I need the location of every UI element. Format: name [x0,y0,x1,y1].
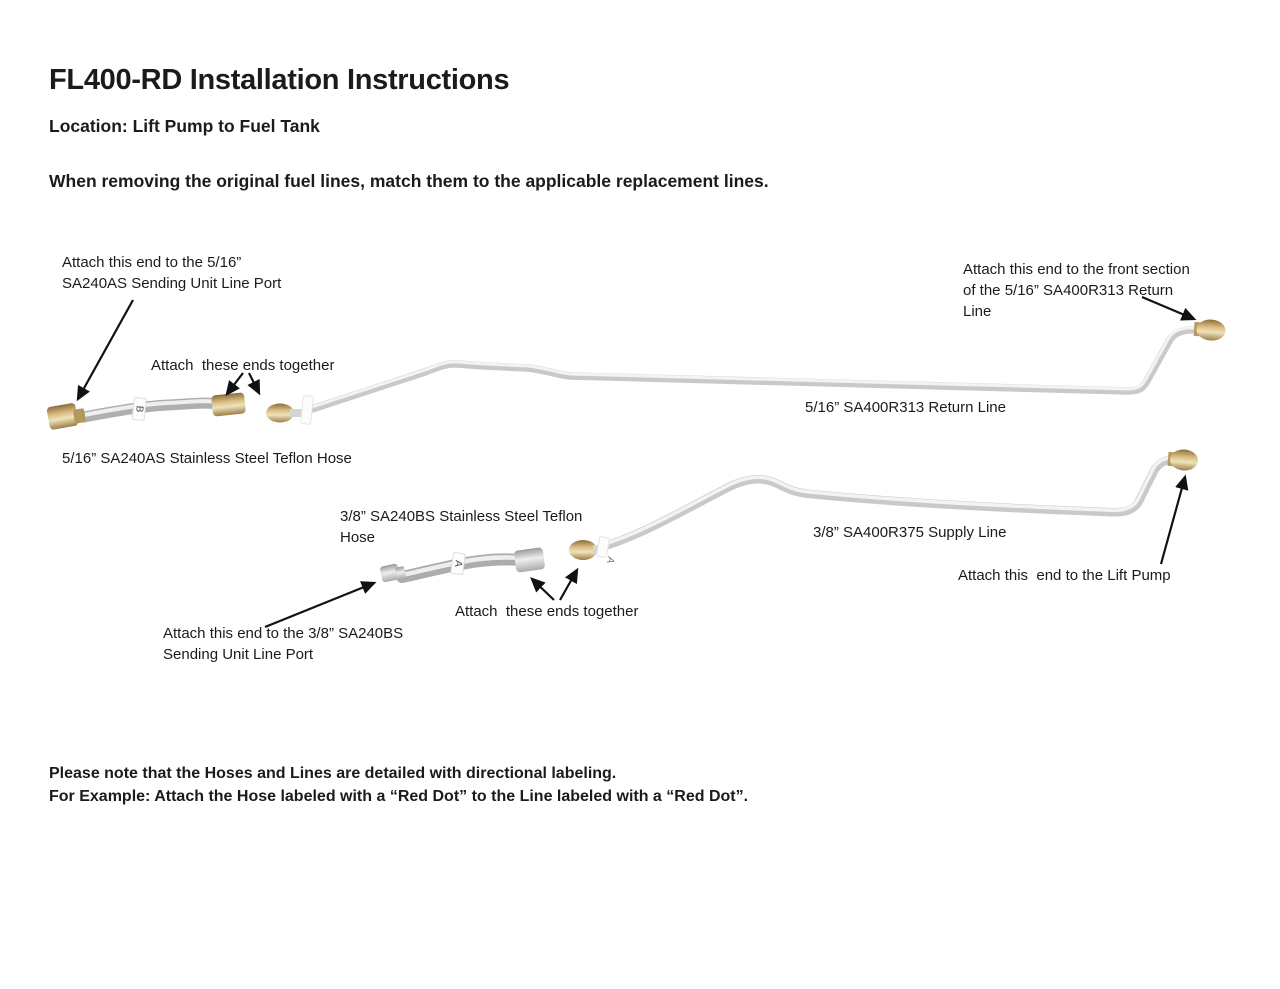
hose-516-right-fitting [211,392,246,417]
arrow-to-hose38-left-end [264,581,377,629]
page-title: FL400-RD Installation Instructions [49,64,510,96]
hose-516-direction-band: B [131,397,147,421]
supply-line-right-fitting [1167,449,1198,471]
arrow-to-supplyline-right-end [1159,474,1189,565]
hose-516-left-collar [73,408,86,424]
supply-line-direction-band [596,536,610,558]
callout-attach-front-section: Attach this end to the front section of … [963,261,1190,320]
arrow-to-hose516-left-end [76,299,134,402]
hose-516-teflon: B [46,392,246,430]
callout-attach-together-top: Attach these ends together [151,357,335,374]
intro-instruction: When removing the original fuel lines, m… [49,171,769,191]
callout-attach-sending-unit-516: Attach this end to the 5/16” SA240AS Sen… [62,254,282,292]
arrow-to-hose38-right-end [530,577,555,601]
callout-attach-together-bottom: Attach these ends together [455,603,639,620]
callout-attach-sending-unit-38: Attach this end to the 3/8” SA240BS Send… [163,625,404,663]
callout-attach-lift-pump: Attach this end to the Lift Pump [958,567,1171,584]
hose-38-highlight [399,555,524,578]
callout-arrows [76,295,1197,629]
hose-516-tag-letter: B [133,405,145,413]
arrow-to-returnline-right-end [1141,295,1197,321]
hose-38-left-collar [395,566,406,580]
hose-38-direction-band: A [450,551,466,576]
label-hose-516: 5/16” SA240AS Stainless Steel Teflon Hos… [62,450,352,467]
return-line-left-tube [290,409,304,417]
return-line-right-fitting [1193,319,1226,341]
hose-516-highlight [82,399,221,417]
hose-38-left-fitting [380,563,400,583]
return-line-highlight [310,326,1203,409]
location-subtitle: Location: Lift Pump to Fuel Tank [49,116,320,136]
hose-38-tag-letter: A [452,559,464,567]
label-supply-line: 3/8” SA400R375 Supply Line [813,524,1007,541]
arrow-to-returnline-left-end [247,372,261,396]
arrow-to-supplyline-left-end [559,567,579,601]
arrow-to-hose516-right-end [225,372,244,397]
hose-38-teflon: A [380,547,545,583]
supply-line-body [603,454,1186,550]
supply-line-tag-letter: A [604,555,616,565]
return-line-direction-band [300,395,314,425]
hose-516-left-fitting [46,403,79,430]
hose-38-right-fitting [514,547,545,573]
supply-line-38: A [569,449,1198,565]
return-line-body [308,326,1206,413]
label-return-line: 5/16” SA400R313 Return Line [805,399,1006,416]
return-line-left-fitting [266,403,294,423]
supply-line-left-fitting [569,540,597,560]
label-hose-38: 3/8” SA240BS Stainless Steel Teflon Hose [340,508,583,546]
return-line-516 [266,319,1226,425]
supply-line-highlight [606,455,1182,545]
footer-directional-note: Please note that the Hoses and Lines are… [49,765,749,805]
